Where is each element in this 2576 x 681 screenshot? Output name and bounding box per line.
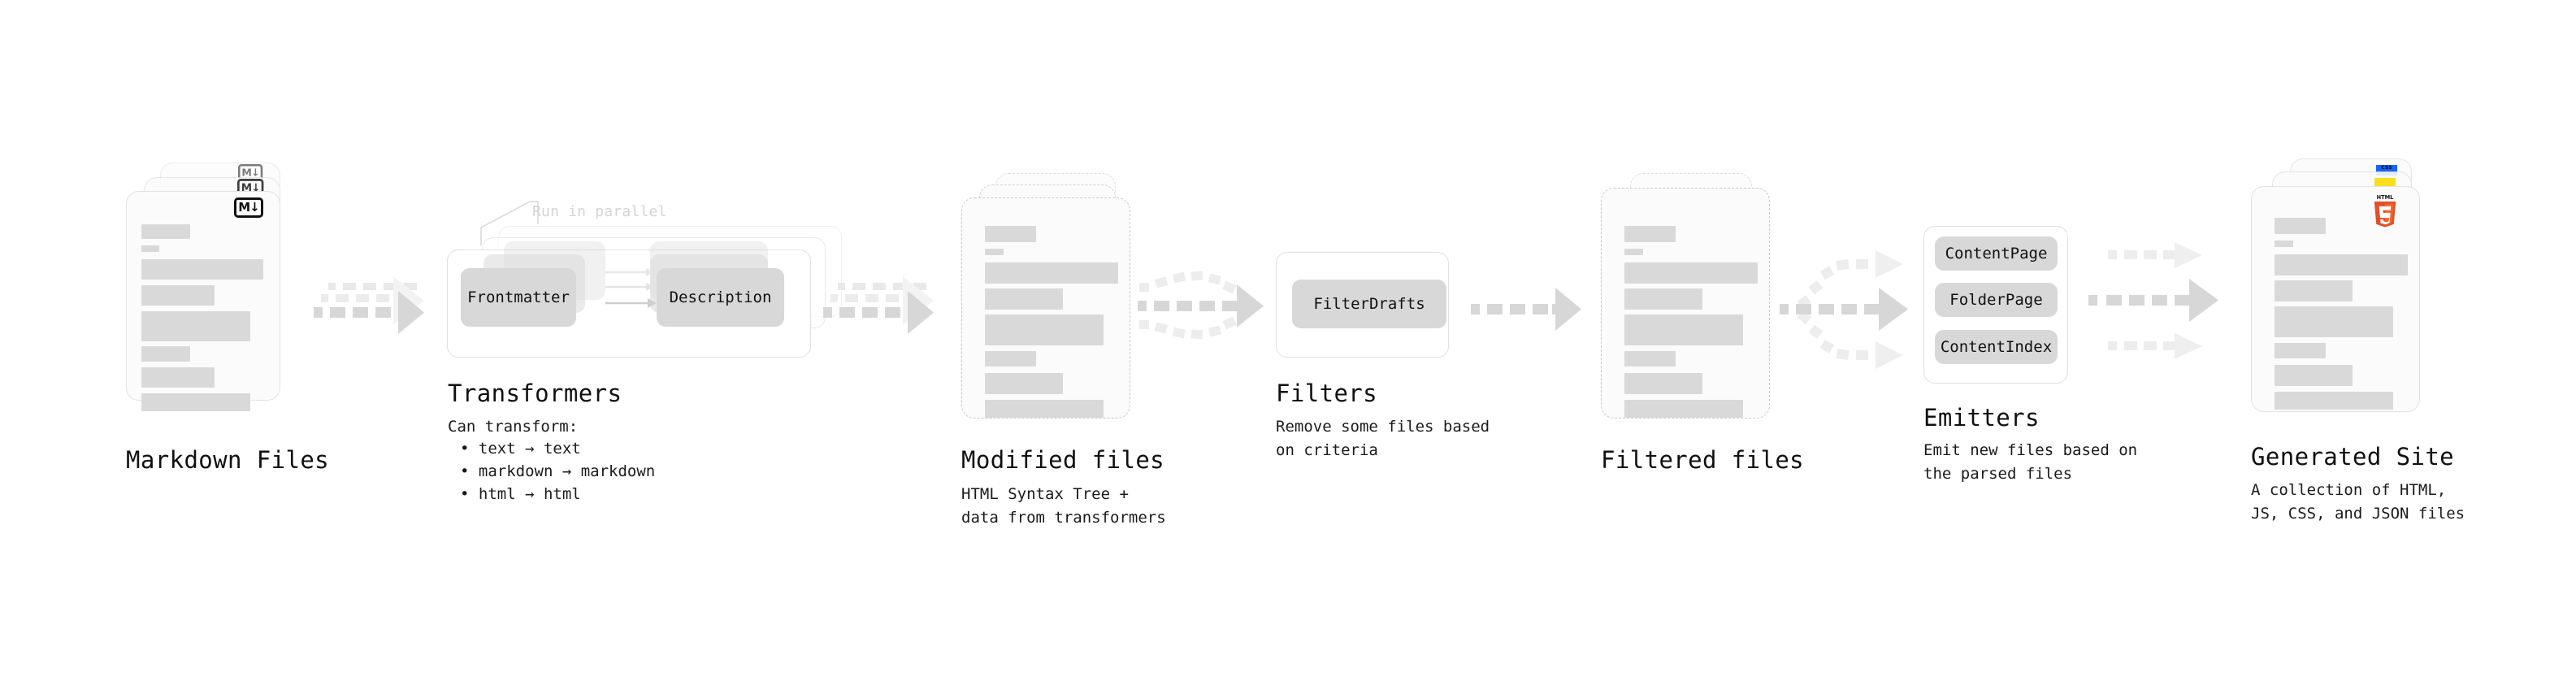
transformer-inner-arrows	[605, 268, 657, 308]
generated-site-stack: CSS HTML	[2251, 158, 2446, 419]
parallel-bracket	[480, 201, 539, 245]
transformers-bullet-0: • text → text	[460, 440, 581, 458]
flow-arrow-3	[1138, 271, 1264, 340]
file-line	[985, 351, 1036, 367]
file-line	[141, 259, 263, 280]
markdown-file-card-front	[126, 191, 280, 411]
file-line	[1624, 351, 1676, 367]
emitter-node-contentpage[interactable]: ContentPage	[1935, 236, 2058, 271]
file-line	[141, 285, 215, 306]
svg-text:HTML: HTML	[2377, 194, 2395, 201]
flow-arrow-5	[1780, 250, 1908, 369]
markdown-files-stack: M↓ M↓ M↓	[126, 163, 313, 414]
file-line	[1624, 373, 1702, 394]
file-line	[141, 393, 250, 411]
transformer-node-frontmatter[interactable]: Frontmatter	[461, 268, 576, 327]
file-line	[2275, 392, 2393, 410]
flow-arrow-1	[314, 276, 424, 334]
filtered-files-stack	[1601, 173, 1788, 425]
file-line	[985, 373, 1063, 394]
file-line	[141, 224, 190, 239]
markdown-icon: M↓	[234, 197, 263, 218]
stage-title-markdown-files: Markdown Files	[126, 446, 330, 474]
file-line	[1624, 314, 1743, 345]
file-line	[985, 262, 1118, 284]
stage-desc-generated-site: A collection of HTML, JS, CSS, and JSON …	[2251, 481, 2465, 523]
file-line	[141, 367, 215, 388]
transformers-bullet-1: • markdown → markdown	[460, 462, 656, 480]
file-line	[141, 311, 250, 341]
file-line	[2275, 218, 2326, 234]
stage-title-emitters: Emitters	[1923, 404, 2040, 432]
stage-desc-emitters: Emit new files based on the parsed files	[1923, 441, 2138, 483]
emitter-node-contentindex[interactable]: ContentIndex	[1935, 330, 2058, 364]
stage-title-transformers: Transformers	[448, 380, 622, 407]
stage-title-filters: Filters	[1276, 380, 1378, 407]
file-line	[2275, 254, 2408, 275]
stage-desc-modified-files: HTML Syntax Tree + data from transformer…	[961, 485, 1166, 527]
stage-title-modified-files: Modified files	[961, 446, 1165, 474]
flow-arrow-2	[823, 276, 934, 334]
modified-files-stack	[961, 173, 1148, 425]
flow-arrow-4	[1471, 288, 1581, 331]
filter-node-filterdrafts[interactable]: FilterDrafts	[1292, 280, 1446, 328]
parallel-callout-label: Run in parallel	[532, 203, 667, 220]
transformer-node-description[interactable]: Description	[657, 268, 784, 327]
filtered-file-card-front	[1601, 188, 1770, 419]
file-line	[985, 314, 1104, 345]
file-line	[1624, 400, 1743, 418]
stage-title-generated-site: Generated Site	[2251, 443, 2455, 471]
stage-desc-filters: Remove some files based on criteria	[1276, 418, 1490, 459]
file-line	[1624, 249, 1643, 255]
modified-file-card-front	[961, 197, 1130, 419]
file-line	[2275, 241, 2293, 247]
file-line	[985, 400, 1104, 418]
file-line	[141, 245, 159, 252]
transformers-bullet-2: • html → html	[460, 485, 581, 503]
file-line	[1624, 288, 1702, 310]
file-line	[2275, 365, 2353, 386]
file-line	[141, 346, 190, 362]
file-line	[2275, 280, 2353, 301]
file-line	[985, 288, 1063, 310]
emitter-node-folderpage[interactable]: FolderPage	[1935, 283, 2058, 317]
file-line	[1624, 262, 1758, 284]
file-line	[2275, 306, 2393, 337]
file-line	[1624, 226, 1676, 242]
stage-title-filtered-files: Filtered files	[1601, 446, 1805, 474]
flow-arrow-6	[2088, 242, 2218, 359]
markdown-icon-back2: M↓	[238, 164, 263, 181]
stage-desc-transformers: Can transform:	[448, 418, 579, 436]
file-line	[985, 226, 1036, 242]
file-line	[985, 249, 1004, 255]
file-line	[2275, 343, 2326, 358]
html5-icon: HTML	[2374, 194, 2396, 228]
